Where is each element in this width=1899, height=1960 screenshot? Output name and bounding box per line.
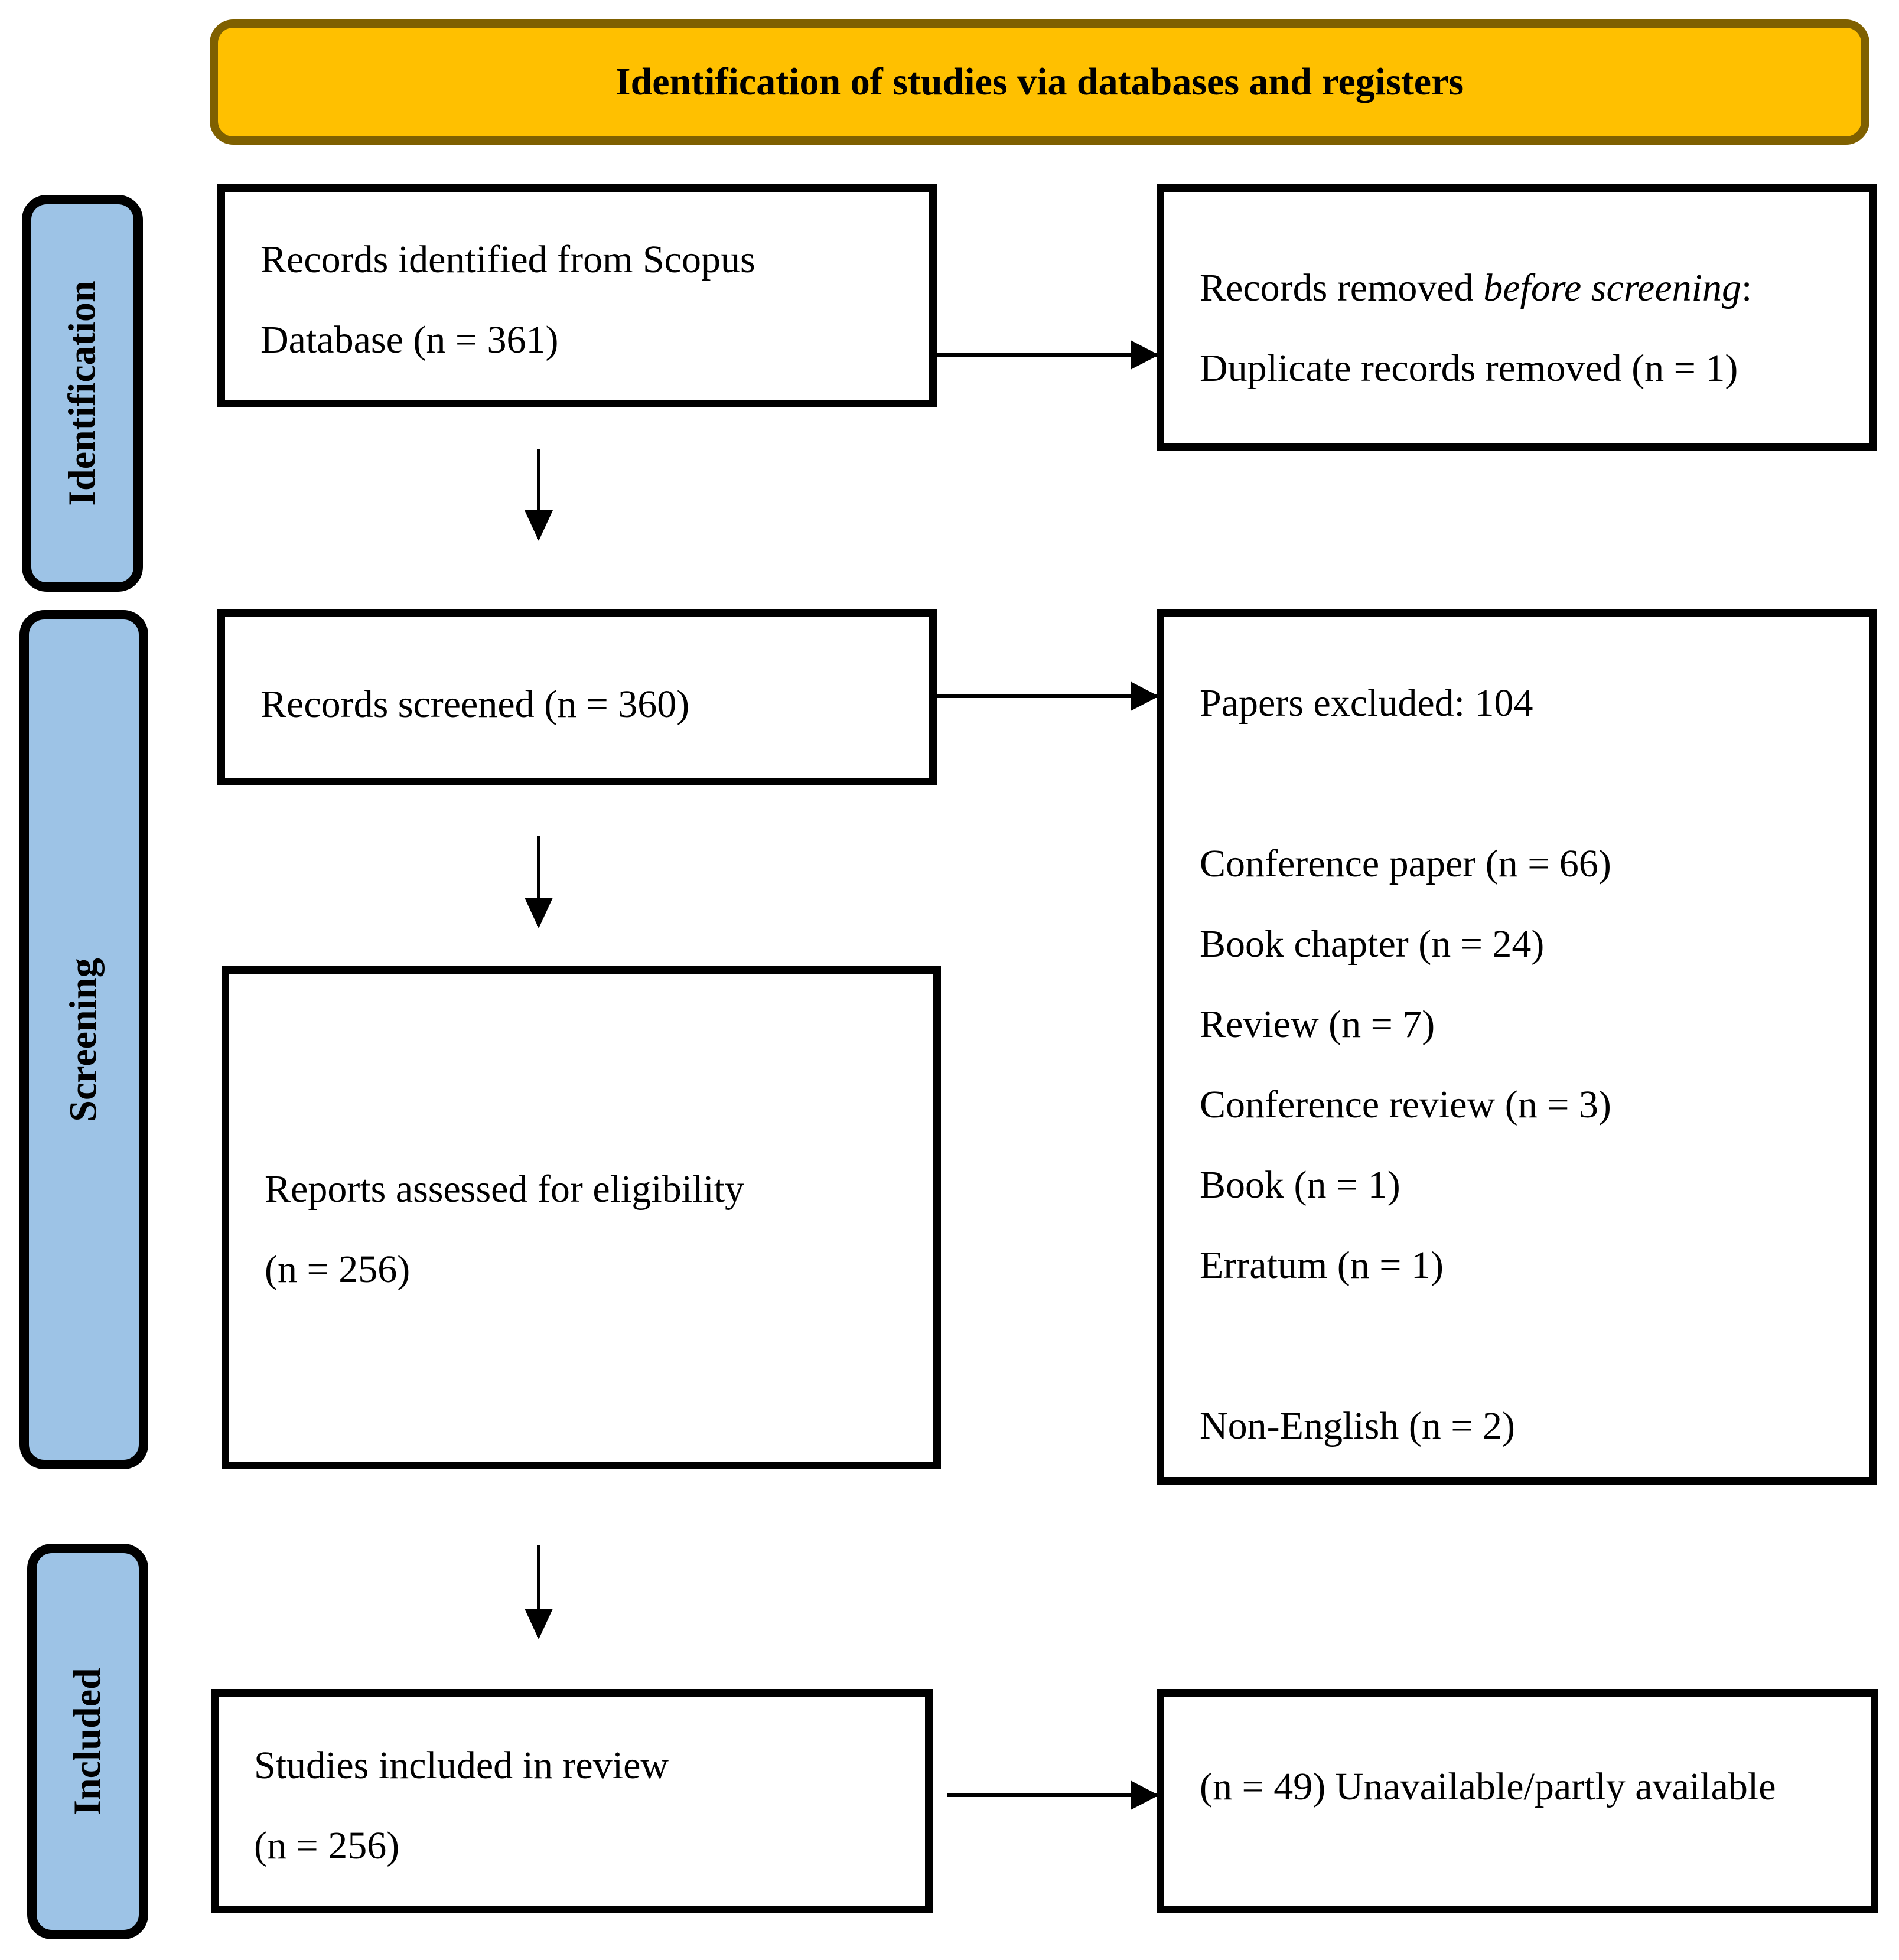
- studies-included-line1: Studies included in review: [254, 1744, 669, 1787]
- arrow-down-to-assessed: [525, 836, 553, 928]
- records-removed-italic: before screening: [1483, 266, 1741, 309]
- header-title: Identification of studies via databases …: [615, 60, 1464, 103]
- phase-identification: Identification: [22, 195, 143, 592]
- papers-excluded-item: Non-English (n = 2): [1200, 1404, 1515, 1447]
- arrow-right-unavailable: [947, 1780, 1159, 1810]
- reports-assessed-box: Reports assessed for eligibility (n = 25…: [222, 966, 941, 1469]
- papers-excluded-title: Papers excluded: 104: [1200, 681, 1533, 725]
- records-identified-line2: Database (n = 361): [260, 318, 559, 361]
- unavailable-line1: (n = 49) Unavailable/partly available: [1200, 1765, 1776, 1808]
- records-removed-suffix: :: [1741, 266, 1753, 309]
- papers-excluded-item: Conference paper (n = 66): [1200, 842, 1611, 885]
- papers-excluded-box: Papers excluded: 104 Conference paper (n…: [1157, 609, 1877, 1485]
- unavailable-box: (n = 49) Unavailable/partly available: [1157, 1689, 1878, 1913]
- arrow-right-removed: [937, 340, 1159, 370]
- records-identified-line1: Records identified from Scopus: [260, 238, 755, 281]
- papers-excluded-spacer: [1200, 1306, 1852, 1386]
- papers-excluded-spacer: [1200, 743, 1852, 824]
- records-removed-line2: Duplicate records removed (n = 1): [1200, 347, 1738, 390]
- header-banner: Identification of studies via databases …: [210, 19, 1869, 145]
- records-removed-box: Records removed before screening: Duplic…: [1157, 184, 1877, 451]
- records-removed-prefix: Records removed: [1200, 266, 1484, 309]
- studies-included-box: Studies included in review (n = 256): [211, 1689, 933, 1913]
- arrow-right-excluded: [937, 681, 1159, 711]
- records-screened-line1: Records screened (n = 360): [260, 683, 690, 726]
- papers-excluded-item: Book chapter (n = 24): [1200, 922, 1545, 966]
- arrow-down-to-included: [525, 1545, 553, 1639]
- papers-excluded-item: Erratum (n = 1): [1200, 1244, 1444, 1287]
- records-removed-line1: Records removed before screening:: [1200, 248, 1852, 328]
- papers-excluded-item: Conference review (n = 3): [1200, 1083, 1611, 1126]
- reports-assessed-line2: (n = 256): [265, 1248, 411, 1291]
- phase-included: Included: [27, 1544, 148, 1939]
- papers-excluded-item: Book (n = 1): [1200, 1163, 1400, 1206]
- papers-excluded-item: Review (n = 7): [1200, 1003, 1435, 1046]
- phase-identification-label: Identification: [60, 281, 104, 506]
- reports-assessed-line1: Reports assessed for eligibility: [265, 1167, 745, 1211]
- studies-included-line2: (n = 256): [254, 1824, 400, 1867]
- phase-included-label: Included: [66, 1668, 109, 1815]
- arrow-down-to-screened: [525, 449, 553, 541]
- phase-screening: Screening: [19, 610, 148, 1469]
- records-identified-box: Records identified from Scopus Database …: [217, 184, 937, 407]
- records-screened-box: Records screened (n = 360): [217, 609, 937, 785]
- phase-screening-label: Screening: [62, 957, 106, 1122]
